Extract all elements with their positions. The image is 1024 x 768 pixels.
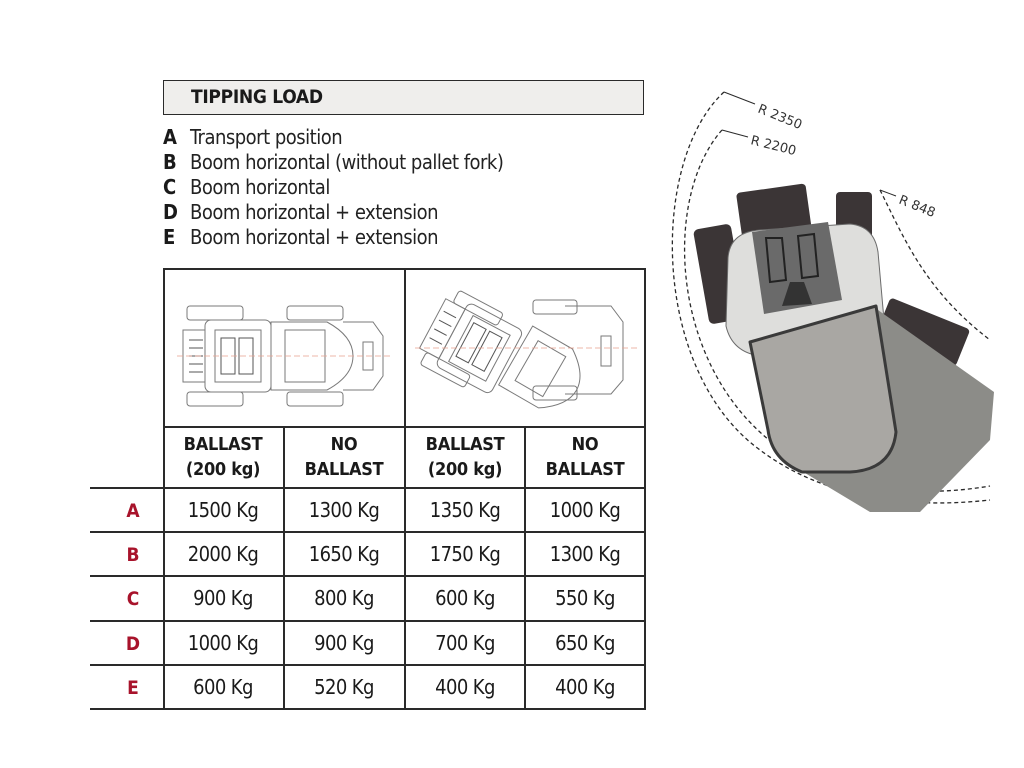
table-cell: 2000 Kg bbox=[187, 542, 259, 566]
table-cell: 1650 Kg bbox=[308, 542, 380, 566]
legend-letter: D bbox=[163, 199, 178, 224]
row-label: A bbox=[126, 500, 140, 522]
table-divider bbox=[524, 426, 526, 710]
legend-item: E Boom horizontal + extension bbox=[163, 224, 503, 249]
column-header-line1: NO bbox=[330, 434, 358, 455]
tipping-load-title: TIPPING LOAD bbox=[163, 80, 644, 115]
row-label: E bbox=[127, 677, 139, 699]
legend-text: Boom horizontal (without pallet fork) bbox=[190, 149, 504, 174]
legend: A Transport position B Boom horizontal (… bbox=[163, 124, 504, 249]
table-divider-mid bbox=[404, 268, 406, 710]
column-header: NO BALLAST bbox=[284, 432, 404, 482]
table-cell: 550 Kg bbox=[555, 586, 615, 610]
legend-text: Transport position bbox=[190, 124, 343, 149]
table-cell: 1500 Kg bbox=[187, 498, 259, 522]
engine-cover bbox=[752, 222, 842, 314]
column-header-line1: BALLAST bbox=[425, 434, 505, 455]
machine-articulated-thumbnail bbox=[415, 290, 637, 409]
table-border-right bbox=[644, 268, 646, 710]
table-cell: 900 Kg bbox=[193, 586, 253, 610]
legend-item: B Boom horizontal (without pallet fork) bbox=[163, 149, 504, 174]
column-header-line2: (200 kg) bbox=[185, 459, 261, 480]
legend-text: Boom horizontal + extension bbox=[190, 224, 439, 249]
table-cell: 600 Kg bbox=[193, 675, 253, 699]
turning-radius-diagram: R 2350 R 2200 R 848 bbox=[671, 91, 994, 512]
radius-label: R 2200 bbox=[749, 133, 798, 159]
table-cell: 400 Kg bbox=[435, 675, 495, 699]
legend-text: Boom horizontal bbox=[190, 174, 330, 199]
table-cell: 600 Kg bbox=[435, 586, 495, 610]
radius-label: R 848 bbox=[897, 193, 938, 221]
table-border-left bbox=[163, 268, 165, 710]
table-cell: 1000 Kg bbox=[187, 631, 259, 655]
column-header: BALLAST (200 kg) bbox=[163, 432, 283, 482]
radius-label: R 2350 bbox=[756, 102, 805, 133]
column-header-line2: BALLAST bbox=[304, 459, 384, 480]
column-header-line2: (200 kg) bbox=[427, 459, 503, 480]
table-divider bbox=[283, 426, 285, 710]
table-rule bbox=[163, 426, 645, 428]
table-rule bbox=[90, 620, 645, 622]
column-header-line2: BALLAST bbox=[545, 459, 625, 480]
table-cell: 650 Kg bbox=[555, 631, 615, 655]
column-header: NO BALLAST bbox=[525, 432, 645, 482]
table-rule bbox=[90, 664, 645, 666]
radius-arc-middle bbox=[683, 129, 991, 492]
row-label: B bbox=[126, 544, 140, 566]
front-bucket bbox=[748, 304, 898, 474]
table-cell: 800 Kg bbox=[314, 586, 374, 610]
legend-text: Boom horizontal + extension bbox=[190, 199, 439, 224]
machine-straight-thumbnail bbox=[177, 305, 392, 407]
column-header-line1: NO bbox=[571, 434, 599, 455]
column-header: BALLAST (200 kg) bbox=[405, 432, 525, 482]
legend-letter: C bbox=[163, 174, 176, 199]
tipping-load-table: BALLAST (200 kg) NO BALLAST BALLAST (200… bbox=[90, 268, 646, 710]
table-cell: 520 Kg bbox=[314, 675, 374, 699]
legend-item: A Transport position bbox=[163, 124, 503, 149]
legend-letter: A bbox=[163, 124, 177, 149]
legend-letter: E bbox=[163, 224, 175, 249]
table-cell: 1000 Kg bbox=[549, 498, 621, 522]
front-wheel bbox=[876, 298, 970, 366]
table-cell: 1300 Kg bbox=[549, 542, 621, 566]
radius-arc-inner bbox=[879, 189, 991, 341]
row-label: C bbox=[126, 588, 140, 610]
table-cell: 1750 Kg bbox=[429, 542, 501, 566]
column-header-line1: BALLAST bbox=[183, 434, 263, 455]
rear-wheel bbox=[736, 183, 812, 241]
table-cell: 900 Kg bbox=[314, 631, 374, 655]
legend-item: D Boom horizontal + extension bbox=[163, 199, 503, 224]
table-rule bbox=[90, 531, 645, 533]
table-rule bbox=[90, 487, 645, 489]
table-cell: 700 Kg bbox=[435, 631, 495, 655]
table-rule bbox=[90, 708, 645, 710]
table-cell: 400 Kg bbox=[555, 675, 615, 699]
legend-item: C Boom horizontal bbox=[163, 174, 503, 199]
table-cell: 1300 Kg bbox=[308, 498, 380, 522]
table-cell: 1350 Kg bbox=[429, 498, 501, 522]
legend-letter: B bbox=[163, 149, 177, 174]
table-rule bbox=[90, 575, 645, 577]
row-label: D bbox=[125, 633, 141, 655]
